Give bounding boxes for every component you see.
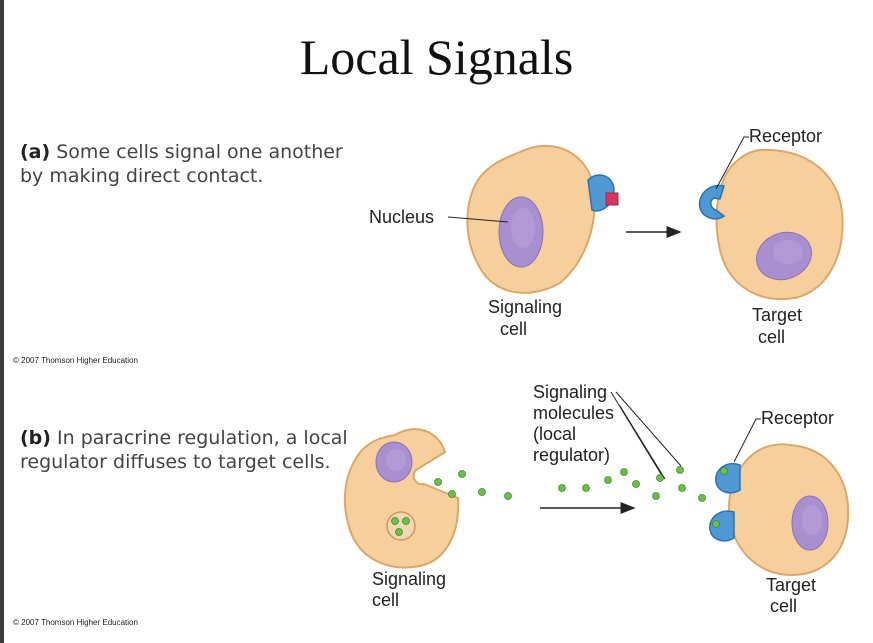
page-title: Local Signals	[299, 29, 574, 85]
panel-a-nucleus-leader	[447, 216, 509, 223]
molecule	[504, 492, 512, 500]
panel-b-vesicle-molecule	[391, 517, 399, 525]
panel-a-signaling-label-2: cell	[500, 319, 527, 339]
panel-b-vesicle-molecule	[402, 517, 410, 525]
panel-b-molecules-leader	[619, 405, 666, 480]
panel-b-signaling-cell	[343, 428, 460, 569]
panel-b-signaling-label-2: cell	[372, 590, 399, 610]
panel-b-credit: © 2007 Thomson Higher Education	[13, 618, 138, 627]
panel-a-receptor	[698, 184, 726, 220]
panel-b-caption: (b) In paracrine regulation, a local reg…	[20, 426, 348, 474]
panel-a-caption-line2: by making direct contact.	[20, 165, 264, 187]
molecule	[678, 484, 686, 492]
molecule	[448, 490, 456, 498]
panel-b-target-label-2: cell	[770, 596, 797, 616]
panel-a-signal-tip	[605, 192, 619, 206]
panel-b-nucleus-texture	[386, 449, 406, 471]
panel-b-receptor-leader	[733, 418, 761, 463]
panel-b-vesicle	[386, 511, 416, 541]
panel-a-receptor-leader	[715, 136, 749, 190]
molecule	[652, 492, 660, 500]
panel-b-target-nucleus-texture	[802, 505, 822, 535]
panel-b-molecules-label-2: molecules	[533, 403, 614, 423]
panel-b-caption-line1: In paracrine regulation, a local	[57, 427, 348, 449]
window-edge	[0, 0, 4, 643]
panel-b-molecules-label-1: Signaling	[533, 382, 607, 402]
panel-b-molecules	[434, 466, 706, 502]
molecule	[698, 494, 706, 502]
panel-a-target-cell	[715, 148, 844, 301]
panel-a-nucleus-texture	[511, 208, 535, 248]
panel-b-bound-molecule	[712, 520, 720, 528]
panel-b-molecules-label-4: regulator)	[533, 445, 610, 465]
panel-b-molecules-label-3: (local	[533, 424, 576, 444]
panel-a-target-label-1: Target	[752, 305, 802, 325]
molecule	[582, 484, 590, 492]
panel-a-receptor-label: Receptor	[749, 126, 822, 146]
panel-b-bound-molecule	[720, 467, 728, 475]
panel-b-letter: (b)	[20, 427, 51, 449]
panel-b-target-cell	[728, 443, 850, 577]
molecule	[458, 470, 466, 478]
panel-b-vesicle-molecule	[395, 528, 403, 536]
panel-b-target-label-1: Target	[766, 575, 816, 595]
panel-b-caption-line2: regulator diffuses to target cells.	[20, 451, 331, 473]
panel-a-caption-line1: Some cells signal one another	[56, 141, 343, 163]
molecule	[604, 476, 612, 484]
panel-b-molecules-leader	[615, 391, 682, 467]
panel-a-letter: (a)	[20, 141, 51, 163]
panel-b-molecules-leader	[610, 391, 662, 475]
panel-a-target-label-2: cell	[758, 327, 785, 347]
molecule	[620, 468, 628, 476]
molecule	[676, 466, 684, 474]
panel-b-receptor-lower	[709, 510, 735, 542]
panel-a-nucleus-label: Nucleus	[369, 207, 434, 227]
panel-b-signaling-label-1: Signaling	[372, 569, 446, 589]
panel-b-receptor-upper	[715, 463, 741, 494]
panel-a-target-nucleus-texture	[773, 240, 803, 264]
panel-a-credit: © 2007 Thomson Higher Education	[13, 356, 138, 365]
molecule	[434, 478, 442, 486]
molecule	[632, 480, 640, 488]
panel-a-signaling-label-1: Signaling	[488, 297, 562, 317]
panel-a-caption: (a) Some cells signal one another by mak…	[20, 140, 343, 188]
molecule	[558, 484, 566, 492]
molecule	[656, 474, 664, 482]
molecule	[478, 488, 486, 496]
panel-b-receptor-label: Receptor	[761, 408, 834, 428]
